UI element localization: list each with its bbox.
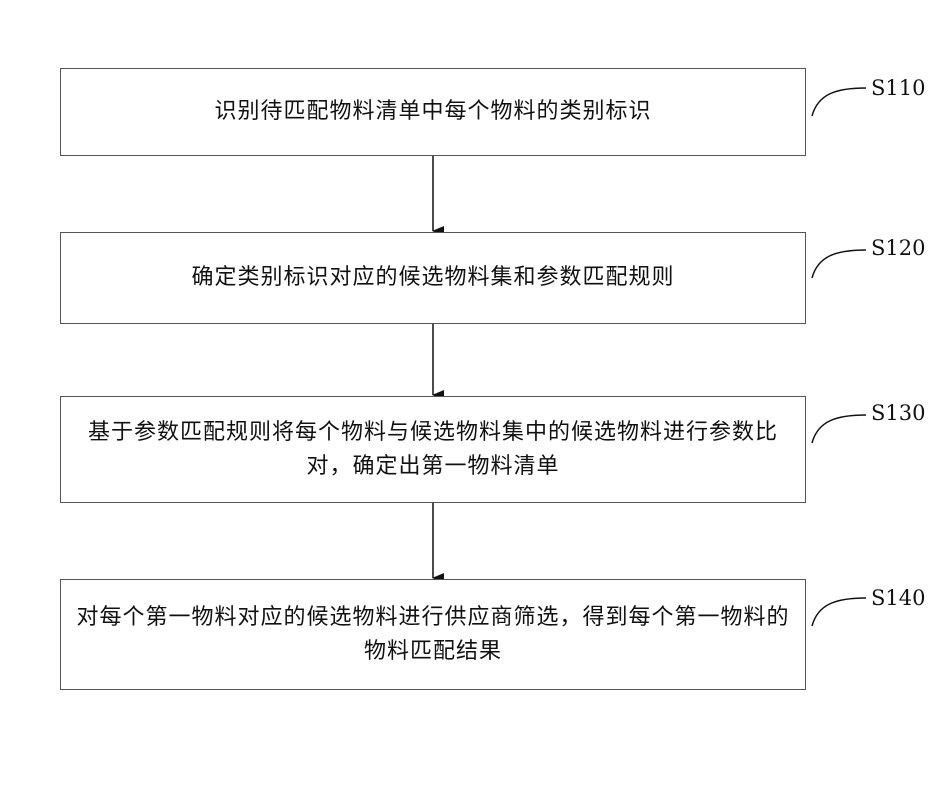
step-label-s140: S140: [871, 586, 925, 610]
step-text-s140: 对每个第一物料对应的候选物料进行供应商筛选，得到每个第一物料的物料匹配结果: [67, 601, 799, 669]
leader-curve-s130: [812, 415, 866, 443]
step-text-s110: 识别待匹配物料清单中每个物料的类别标识: [214, 95, 651, 129]
step-label-s110: S110: [871, 76, 925, 100]
leader-curve-s110: [812, 88, 866, 116]
leader-curve-s140: [812, 598, 866, 626]
step-box-s110: 识别待匹配物料清单中每个物料的类别标识: [60, 68, 806, 156]
step-box-s140: 对每个第一物料对应的候选物料进行供应商筛选，得到每个第一物料的物料匹配结果: [60, 579, 806, 690]
step-label-s130: S130: [871, 401, 925, 425]
leader-curve-s120: [812, 250, 866, 278]
step-text-s130: 基于参数匹配规则将每个物料与候选物料集中的候选物料进行参数比对，确定出第一物料清…: [67, 416, 799, 484]
step-label-s120: S120: [871, 236, 925, 260]
step-box-s120: 确定类别标识对应的候选物料集和参数匹配规则: [60, 232, 806, 324]
step-box-s130: 基于参数匹配规则将每个物料与候选物料集中的候选物料进行参数比对，确定出第一物料清…: [60, 396, 806, 503]
step-text-s120: 确定类别标识对应的候选物料集和参数匹配规则: [191, 261, 674, 295]
